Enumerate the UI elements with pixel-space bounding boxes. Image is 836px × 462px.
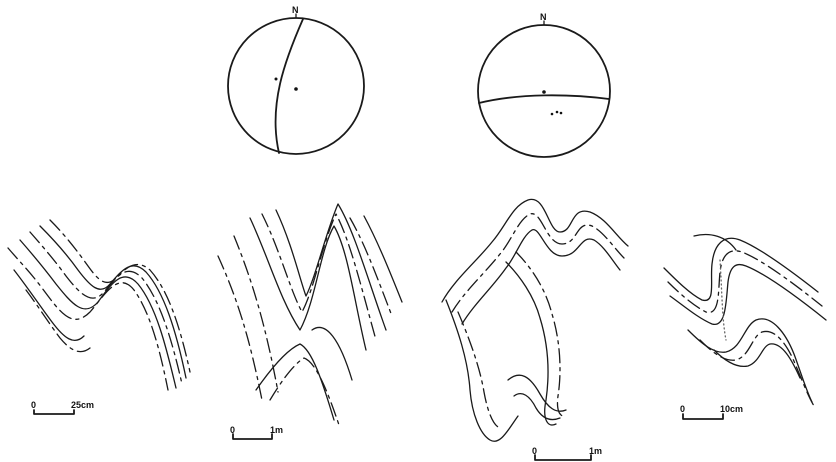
scale-bar-2-zero: 0 xyxy=(230,425,235,435)
fold-3-layer-line xyxy=(442,199,628,302)
fold-1-layer-line xyxy=(30,232,182,384)
scale-bar-1-line xyxy=(34,410,74,414)
stereonet-1-primitive-circle xyxy=(228,18,364,154)
scale-bar-2: 0 1m xyxy=(230,425,283,439)
fold-1-layer-line xyxy=(14,270,84,340)
fold-4-layer-line xyxy=(700,331,814,406)
fold-3-layer-line xyxy=(516,252,566,416)
stereonet-2: N xyxy=(478,12,610,157)
fold-sketch-3 xyxy=(442,199,628,441)
fold-2-layer-line xyxy=(250,218,366,350)
fold-1-layer-line xyxy=(8,248,168,390)
fold-3-layer-line xyxy=(514,394,560,420)
stereonet-2-pole-point xyxy=(551,113,554,116)
scale-bar-4: 0 10cm xyxy=(680,404,743,419)
stereonet-2-pole-point xyxy=(560,112,563,115)
stereonet-2-pole-point xyxy=(556,111,559,114)
fold-2-layer-line xyxy=(276,204,386,330)
fold-2-layer-line xyxy=(218,256,262,400)
stereonet-2-great-circle xyxy=(479,95,609,103)
scale-bar-3-length: 1m xyxy=(589,446,602,456)
fold-3-layer-line xyxy=(462,230,620,324)
fold-2-layer-line xyxy=(270,358,340,428)
scale-bar-1-length: 25cm xyxy=(71,400,94,410)
scale-bar-4-length: 10cm xyxy=(720,404,743,414)
fold-2-layer-line xyxy=(350,218,392,316)
fold-1-layer-line xyxy=(50,220,190,372)
scale-bar-3-zero: 0 xyxy=(532,446,537,456)
fold-4-layer-line xyxy=(668,251,822,313)
scale-bar-3: 0 1m xyxy=(532,446,602,460)
scale-bar-4-line xyxy=(683,414,723,419)
fold-sketch-4 xyxy=(664,235,826,406)
stereonet-1-center-point xyxy=(294,87,298,91)
fold-4-layer-line xyxy=(694,235,736,250)
stereonet-1-pole-point xyxy=(275,78,278,81)
scale-bar-1-zero: 0 xyxy=(31,400,36,410)
fold-sketch-1 xyxy=(8,220,190,390)
stereonet-2-north-label: N xyxy=(540,12,547,22)
fold-3-layer-line xyxy=(452,214,624,312)
fold-sketch-2 xyxy=(218,204,402,428)
stereonet-1-great-circle xyxy=(276,19,303,153)
fold-4-layer-line xyxy=(720,260,726,340)
scale-bar-2-line xyxy=(233,434,272,439)
stereonet-2-center-point xyxy=(542,90,546,94)
fold-3-layer-line xyxy=(458,312,500,428)
fold-4-layer-line xyxy=(664,238,818,300)
fold-3-layer-line xyxy=(446,300,518,441)
scale-bar-1: 0 25cm xyxy=(31,400,94,414)
stereonet-1-north-label: N xyxy=(292,5,299,15)
fold-1-layer-line xyxy=(40,226,186,378)
scale-bar-3-line xyxy=(535,455,591,460)
fold-2-layer-line xyxy=(262,214,376,340)
scale-bar-4-zero: 0 xyxy=(680,404,685,414)
scale-bar-2-length: 1m xyxy=(270,425,283,435)
stereonet-1: N xyxy=(228,5,364,154)
